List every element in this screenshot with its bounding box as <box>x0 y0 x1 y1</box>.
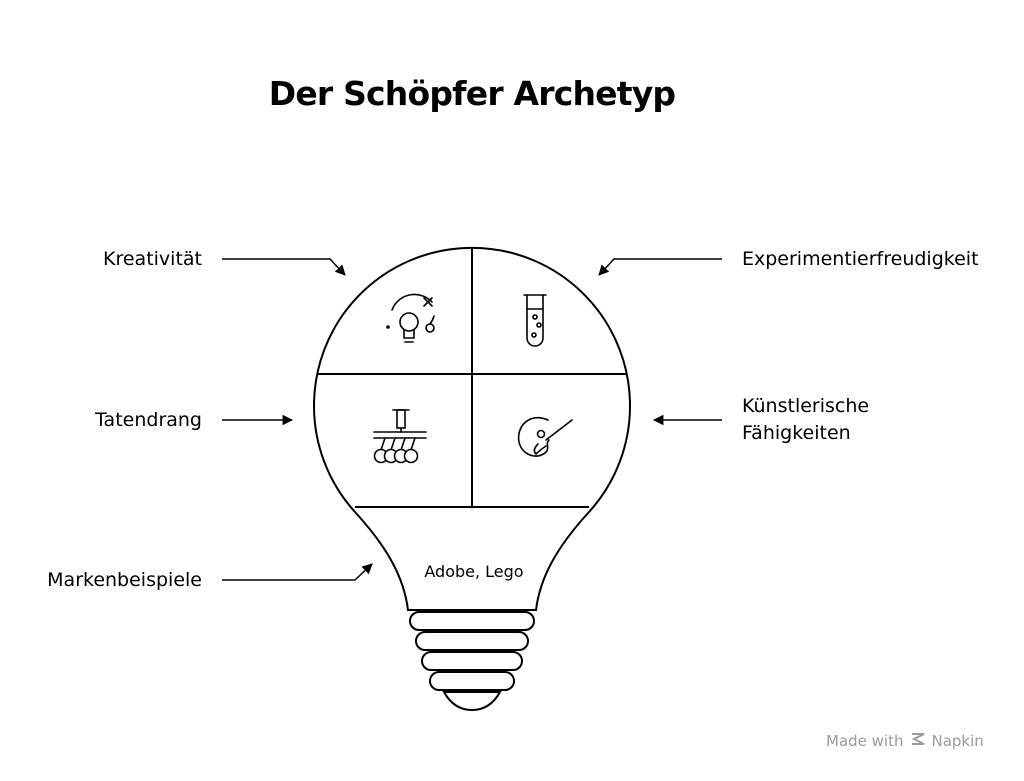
connector-experimentierfreudigkeit <box>598 258 722 276</box>
label-tatendrang: Tatendrang <box>95 409 202 431</box>
label-markenbeispiele: Markenbeispiele <box>47 569 202 591</box>
connector-markenbeispiele <box>222 563 373 581</box>
connector-kreativitaet <box>222 258 346 276</box>
test-tube-icon <box>523 294 547 347</box>
drive-mechanism-icon <box>373 409 427 464</box>
napkin-watermark: Made with Napkin <box>826 731 984 751</box>
label-experimentierfreudigkeit: Experimentierfreudigkeit <box>742 248 979 270</box>
creative-idea-bulb-icon <box>386 293 435 343</box>
brand-examples-text: Adobe, Lego <box>424 562 524 581</box>
watermark-brand: Napkin <box>931 732 984 750</box>
watermark-prefix: Made with <box>826 732 904 750</box>
label-kuenstlerische-faehigkeiten: Künstlerische Fähigkeiten <box>742 395 870 444</box>
bulb-screw-base <box>409 611 535 712</box>
artist-palette-brush-icon <box>517 417 573 457</box>
label-kreativitaet: Kreativität <box>103 248 202 270</box>
napkin-logo-icon <box>910 731 926 751</box>
diagram-title: Der Schöpfer Archetyp <box>268 74 676 113</box>
